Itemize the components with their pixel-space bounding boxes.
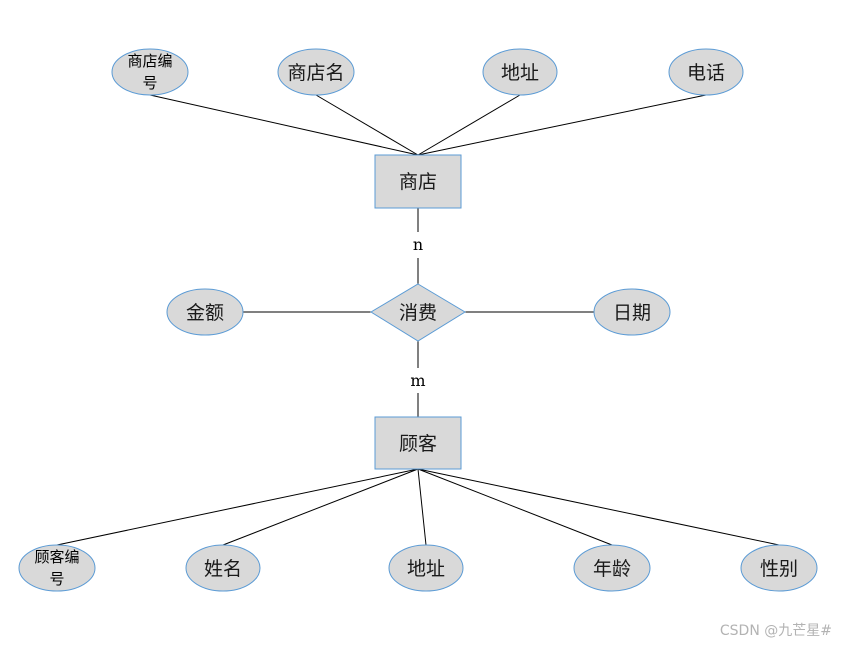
customer-attribute-edges xyxy=(56,468,780,546)
attribute-shop-id-ellipse xyxy=(111,48,189,96)
attribute-date-label: 日期 xyxy=(613,302,651,324)
attribute-amount: 金额 xyxy=(166,288,244,336)
relationship-consume: 消费 xyxy=(370,283,466,342)
edge-shop-id xyxy=(149,94,419,156)
entity-shop-box xyxy=(374,154,462,209)
shop-attribute-edges xyxy=(149,94,707,156)
attribute-customer-name: 姓名 xyxy=(185,544,261,592)
attribute-amount-ellipse xyxy=(166,288,244,336)
edge-customer-name xyxy=(222,468,419,546)
edge-shop-name xyxy=(315,94,419,156)
attribute-customer-gender-ellipse xyxy=(740,544,818,592)
attribute-customer-id-ellipse xyxy=(18,544,96,592)
attribute-customer-address-label: 地址 xyxy=(407,558,445,580)
cardinality-n: n xyxy=(413,235,423,254)
entity-customer: 顾客 xyxy=(374,416,462,470)
attribute-customer-name-ellipse xyxy=(185,544,261,592)
relationship-consume-label: 消费 xyxy=(399,302,437,324)
relationship-edges xyxy=(243,208,594,417)
attribute-shop-phone: 电话 xyxy=(668,48,744,96)
attribute-shop-name-label: 商店名 xyxy=(287,62,344,84)
edge-customer-age xyxy=(417,468,613,546)
attribute-customer-age-label: 年龄 xyxy=(593,558,631,580)
attribute-customer-address: 地址 xyxy=(388,544,464,592)
entity-shop-label: 商店 xyxy=(399,171,437,193)
attribute-date: 日期 xyxy=(593,288,671,336)
attribute-shop-name: 商店名 xyxy=(277,48,355,96)
attribute-customer-id-label-line2: 号 xyxy=(49,570,64,588)
attribute-shop-phone-label: 电话 xyxy=(687,62,725,84)
attribute-shop-address-label: 地址 xyxy=(501,62,539,84)
attribute-customer-address-ellipse xyxy=(388,544,464,592)
attribute-customer-age: 年龄 xyxy=(573,544,651,592)
attribute-shop-address: 地址 xyxy=(482,48,558,96)
edge-shop-address xyxy=(417,94,521,156)
attribute-shop-id: 商店编 号 xyxy=(111,48,189,96)
attribute-shop-name-ellipse xyxy=(277,48,355,96)
attribute-shop-id-label-line1: 商店编 xyxy=(127,52,172,70)
attribute-amount-label: 金额 xyxy=(186,302,224,324)
edge-customer-gender xyxy=(417,468,780,546)
attribute-customer-name-label: 姓名 xyxy=(204,558,242,580)
relationship-consume-diamond xyxy=(370,283,466,342)
attribute-shop-address-ellipse xyxy=(482,48,558,96)
attribute-shop-phone-ellipse xyxy=(668,48,744,96)
entity-shop: 商店 xyxy=(374,154,462,209)
entity-customer-box xyxy=(374,416,462,470)
attribute-customer-id: 顾客编 号 xyxy=(18,544,96,592)
attribute-shop-id-label-line2: 号 xyxy=(142,74,157,92)
attribute-customer-id-label-line1: 顾客编 xyxy=(34,548,79,566)
attribute-date-ellipse xyxy=(593,288,671,336)
cardinality-m: m xyxy=(410,371,425,390)
attribute-customer-gender-label: 性别 xyxy=(760,558,798,580)
entity-customer-label: 顾客 xyxy=(399,433,437,455)
edge-shop-phone xyxy=(417,94,707,156)
edge-customer-address xyxy=(417,468,427,546)
watermark-text: CSDN @九芒星# xyxy=(720,623,832,639)
attribute-customer-age-ellipse xyxy=(573,544,651,592)
attribute-customer-gender: 性别 xyxy=(740,544,818,592)
edge-customer-id xyxy=(56,468,419,546)
